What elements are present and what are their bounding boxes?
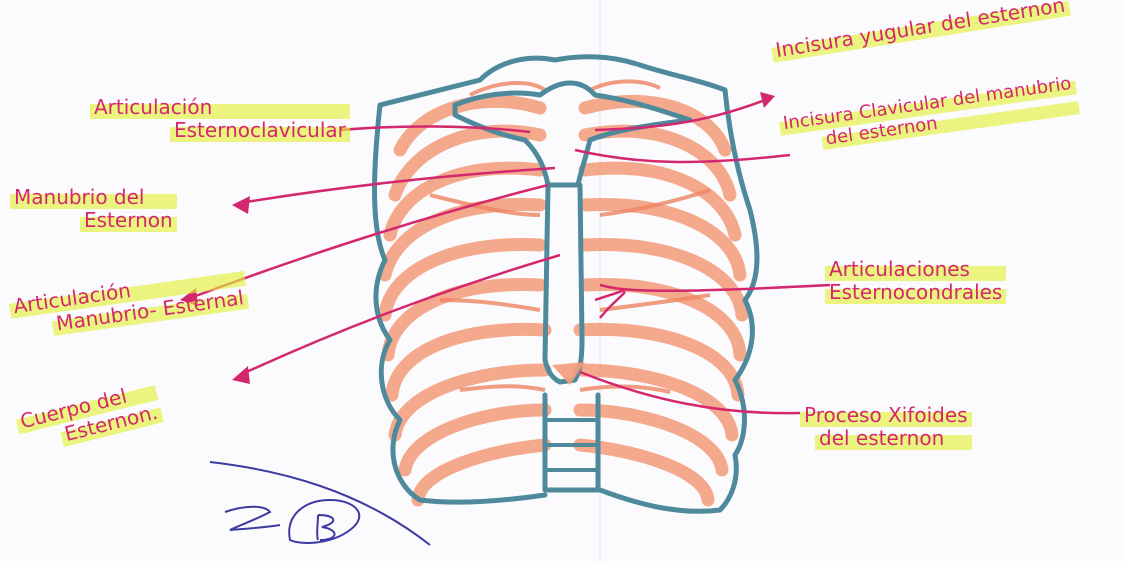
label-line: Esternoclavicular: [170, 119, 350, 142]
label-articulaciones-esternocondrales: Articulaciones Esternocondrales: [825, 258, 1006, 304]
label-articulacion-esternoclavicular: Articulación Esternoclavicular: [90, 96, 350, 142]
label-line: Articulación: [90, 96, 350, 119]
label-proceso-xifoides: Proceso Xifoides del esternon: [800, 404, 972, 450]
label-line: Articulaciones: [825, 258, 1006, 281]
label-line: del esternon: [815, 427, 972, 450]
label-manubrio-del-esternon: Manubrio del Esternon: [10, 186, 177, 232]
label-line: Esternocondrales: [825, 281, 1006, 304]
label-line: Esternon: [80, 209, 177, 232]
label-line: Manubrio del: [10, 186, 177, 209]
label-line: Proceso Xifoides: [800, 404, 972, 427]
